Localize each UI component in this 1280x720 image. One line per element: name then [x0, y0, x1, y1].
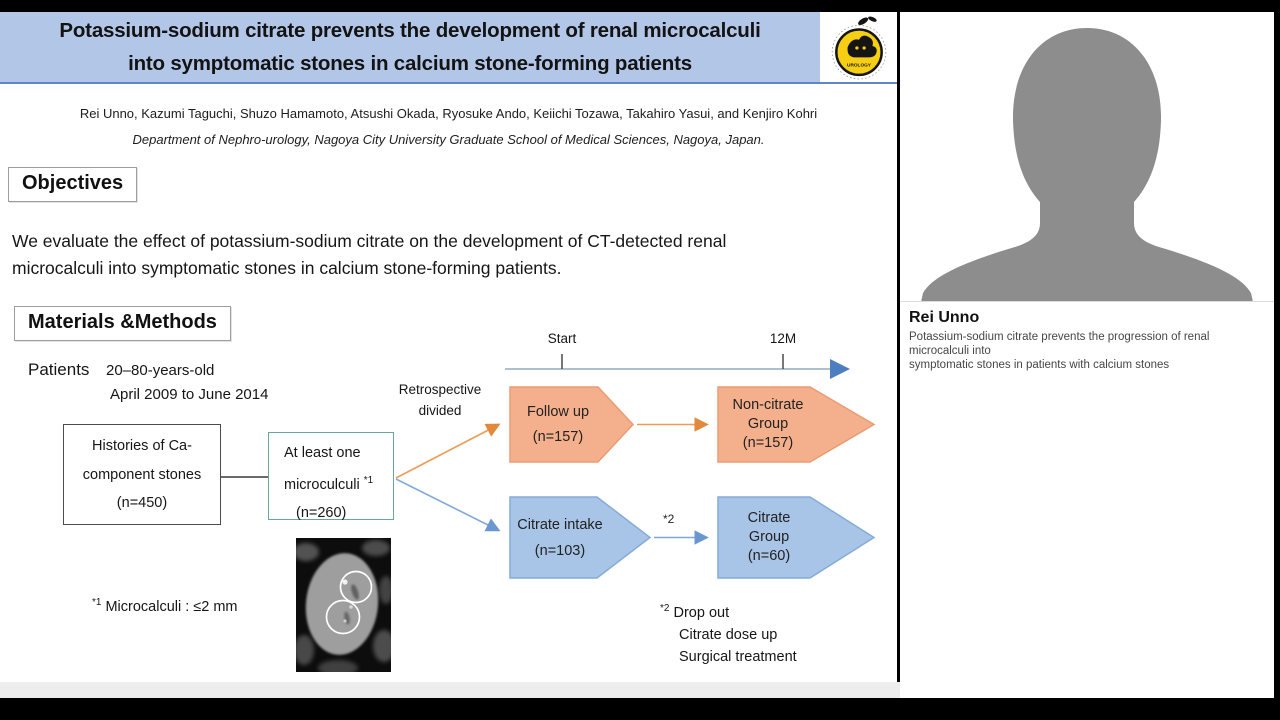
timeline-start-label: Start [547, 331, 577, 346]
citrate-group-arrow-label: Citrate Group (n=60) [747, 510, 791, 564]
affiliation-line: Department of Nephro-urology, Nagoya Cit… [132, 132, 765, 147]
dropout-note-marker: *2 [663, 512, 675, 526]
patients-age: 20–80-years-old [106, 362, 215, 379]
citrate-intake-arrow-shape [509, 496, 652, 579]
noncitrate-arrow-shape [717, 386, 876, 463]
footnote-dropout: *2 Drop out Citrate dose up Surgical tre… [660, 603, 797, 665]
person-silhouette-icon [921, 28, 1253, 301]
patients-label: Patients [28, 360, 90, 379]
ct-scan-graphic [293, 538, 395, 676]
followup-arrow-label: Follow up (n=157) [526, 404, 590, 445]
followup-arrow-shape [509, 386, 635, 463]
citrate-intake-arrow-label: Citrate intake (n=103) [517, 516, 603, 559]
noncitrate-arrow-label: Non-citrate Group (n=157) [732, 397, 804, 451]
presenter-panel: Rei Unno Potassium-sodium citrate preven… [900, 12, 1274, 698]
retrospective-divided-label: Retrospective divided [398, 382, 482, 418]
slide-title-line2: into symptomatic stones in calcium stone… [128, 52, 692, 75]
slide-title: Potassium-sodium citrate prevents the de… [0, 14, 820, 80]
timeline-12m-label: 12M [769, 331, 797, 346]
connector-to-citrate [395, 478, 501, 532]
page-floor-strip [0, 682, 1100, 698]
objectives-heading: Objectives [8, 167, 138, 202]
ct-scan-image [293, 538, 395, 676]
poster-slide: Potassium-sodium citrate prevents the de… [0, 12, 897, 682]
connector-to-followup [395, 423, 501, 479]
authors-line: Rei Unno, Kazumi Taguchi, Shuzo Hamamoto… [79, 106, 818, 121]
flow-diagram [221, 354, 876, 579]
presenter-info: Rei Unno Potassium-sodium citrate preven… [900, 303, 1274, 378]
slide-title-banner: Potassium-sodium citrate prevents the de… [0, 12, 897, 84]
objectives-text: We evaluate the effect of potassium-sodi… [12, 231, 727, 278]
citrate-group-arrow-shape [717, 496, 876, 579]
urology-logo-icon: UROLOGY [831, 16, 886, 80]
presenter-avatar [900, 12, 1274, 302]
patients-period: April 2009 to June 2014 [110, 386, 269, 403]
presenter-description: Potassium-sodium citrate prevents the pr… [909, 331, 1210, 371]
svg-text:UROLOGY: UROLOGY [847, 63, 872, 69]
methods-heading: Materials &Methods [14, 306, 231, 341]
histories-box: Histories of Ca- component stones (n=450… [63, 424, 221, 525]
footnote-microcalculi: *1 Microcalculi : ≤2 mm [92, 597, 238, 615]
microcalculi-box: At least one microculculi *1 (n=260) [268, 432, 394, 521]
urology-department-logo: UROLOGY [820, 12, 897, 82]
slide-title-line1: Potassium-sodium citrate prevents the de… [59, 19, 761, 42]
presenter-name: Rei Unno [909, 309, 980, 326]
